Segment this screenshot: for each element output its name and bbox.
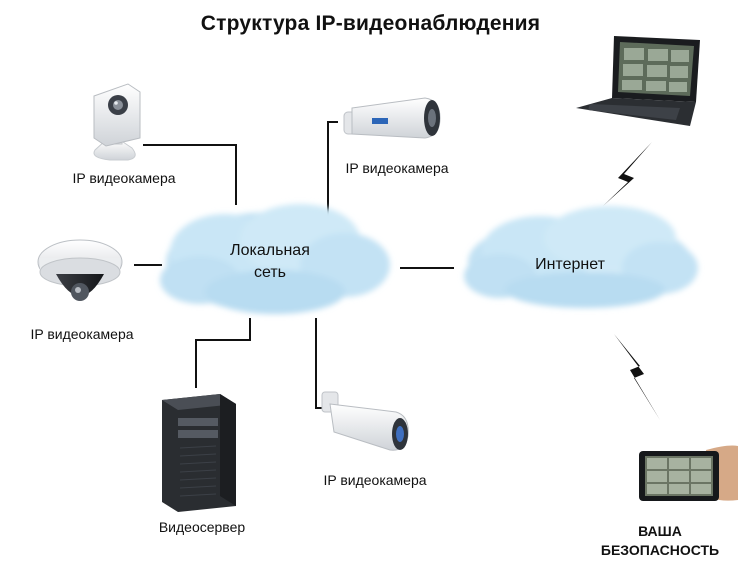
laptop-icon: [576, 36, 700, 126]
camera-cube-label: IP видеокамера: [72, 170, 176, 186]
video-server-label: Видеосервер: [158, 519, 246, 535]
tablet-icon: [639, 445, 738, 501]
lightning-icon: [614, 334, 660, 420]
link-camera-cube: [143, 144, 237, 205]
video-server-icon: [162, 394, 236, 512]
link-camera-bullet-top: [327, 121, 338, 225]
lan-label-line1: Локальная: [230, 242, 310, 259]
camera-bullet-top-label: IP видеокамера: [345, 160, 449, 176]
camera-dome-icon: [37, 239, 123, 301]
internet-cloud-label: Интернет: [515, 254, 625, 276]
security-line1: ВАША: [638, 523, 682, 539]
internet-label: Интернет: [535, 256, 605, 273]
camera-cube-icon: [93, 83, 141, 161]
lan-cloud-label: Локальная сеть: [215, 240, 325, 284]
camera-bullet-bottom-icon: [321, 391, 409, 451]
lan-cloud: [160, 204, 390, 314]
internet-cloud: [464, 206, 698, 308]
security-line2: БЕЗОПАСНОСТЬ: [600, 542, 720, 558]
camera-bullet-top-icon: [343, 97, 441, 139]
security-label: ВАША БЕЗОПАСНОСТЬ: [580, 522, 740, 560]
camera-dome-label: IP видеокамера: [30, 326, 134, 342]
link-video-server: [195, 318, 251, 388]
diagram-title: Структура IP-видеонаблюдения: [200, 12, 541, 35]
lightning-icon: [603, 142, 652, 206]
camera-bullet-bottom-label: IP видеокамера: [323, 472, 427, 488]
lan-label-line2: сеть: [253, 264, 287, 281]
